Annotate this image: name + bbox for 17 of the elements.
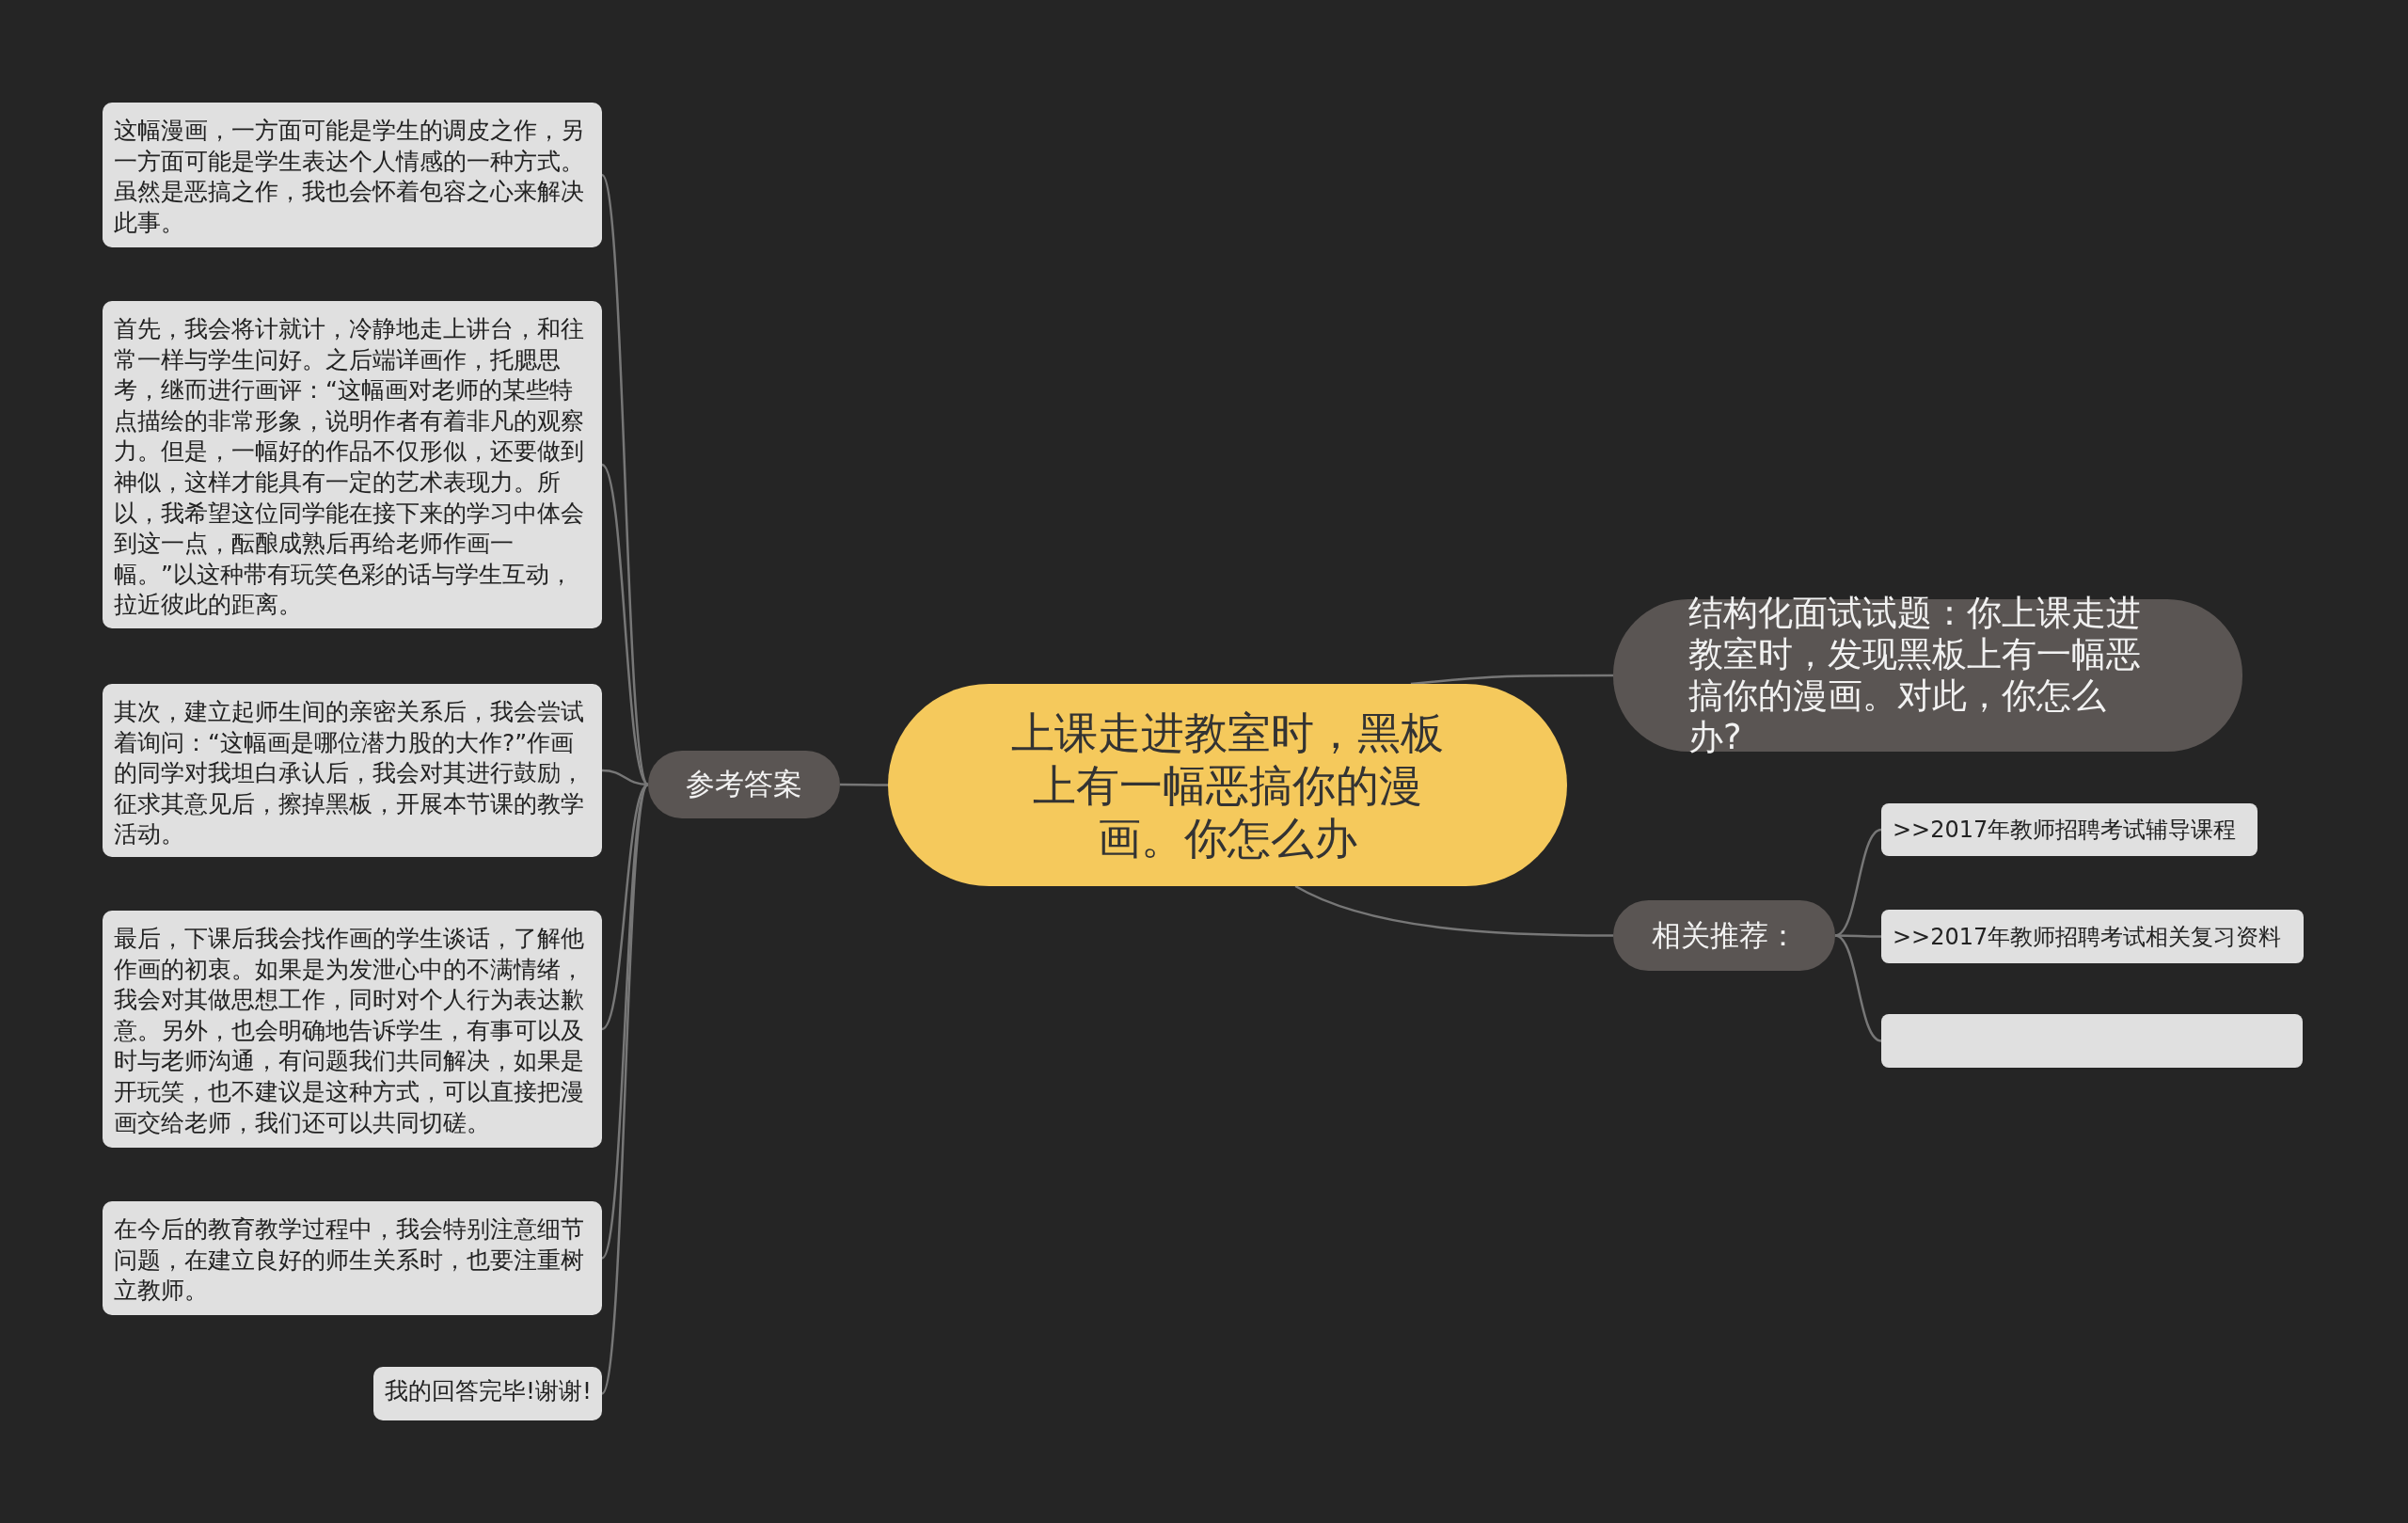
connector-line [840,783,888,786]
answer-box: 其次，建立起师生间的亲密关系后，我会尝试着询问：“这幅画是哪位潜力股的大作?”作画的同学对我坦白承认后，我会对其进行鼓励，征求其意见后，擦掉黑板，开展本节课的教学活动。 [103,684,602,857]
connector-line [1294,884,1613,937]
branch-box: 参考答案 [648,751,840,818]
answer-box: 最后，下课后我会找作画的学生谈话，了解他作画的初衷。如果是为发泄心中的不满情绪，我会对其做思想工作，同时对个人行为表达歉意。另外，也会明确地告诉学生，有事可以及时与老师沟通，有问题我们共同解决，如果是开玩笑，也不建议是这种方式，可以直接把漫画交给老师，我们还可以共同切磋。 [103,911,602,1148]
connector-line [1834,934,1882,1042]
link-box: >>2017年教师招聘考试辅导课程 [1881,803,2258,856]
link-box: >>2017年教师招聘考试相关复习资料 [1881,910,2304,963]
branch-box: 相关推荐： [1613,900,1835,971]
answer-box: 在今后的教育教学过程中，我会特别注意细节问题，在建立良好的师生关系时，也要注重树立教师。 [103,1201,602,1315]
topic-box: 上课走进教室时，黑板上有一幅恶搞你的漫画。你怎么办 [888,684,1567,886]
link-box [1881,1014,2303,1068]
answer-box: 我的回答完毕!谢谢! [373,1367,602,1420]
connector-line [1410,674,1613,686]
connector-line [600,784,650,1394]
answer-box: 首先，我会将计就计，冷静地走上讲台，和往常一样与学生问好。之后端详画作，托腮思考，继而进行画评：“这幅画对老师的某些特点描绘的非常形象，说明作者有着非凡的观察力。但是，一幅好的作品不仅形似，还要做到神似，这样才能具有一定的艺术表现力。所以，我希望这位同学能在接下来的学习中体会到这一点，酝酿成熟后再给老师作画一幅。”以这种带有玩笑色彩的话与学生互动，拉近彼此的距离。 [103,301,602,628]
answer-box: 这幅漫画，一方面可能是学生的调皮之作，另一方面可能是学生表达个人情感的一种方式。虽然是恶搞之作，我也会怀着包容之心来解决此事。 [103,103,602,247]
